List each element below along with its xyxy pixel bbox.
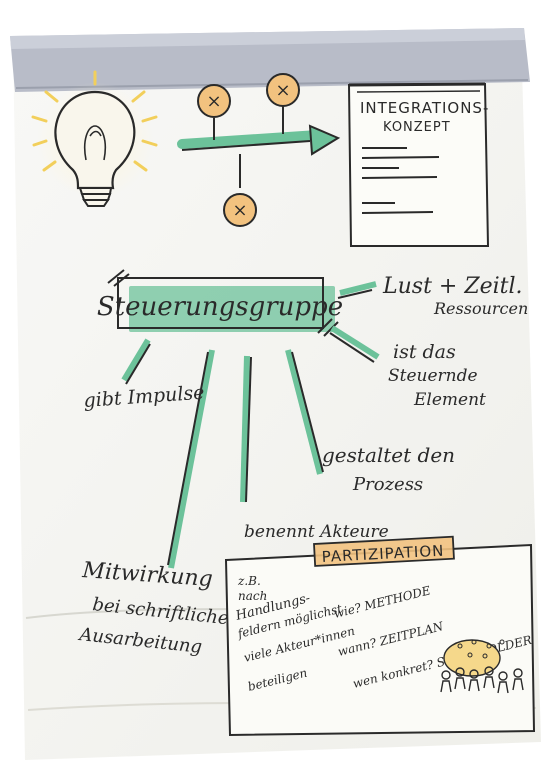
steering-title: Steuerungsgruppe	[97, 292, 343, 322]
circle-x-3: ×	[232, 200, 247, 221]
element-line3: Element	[413, 390, 486, 410]
concept-title-line2: KONZEPT	[383, 120, 451, 135]
resources-line2: Ressourcen	[433, 299, 528, 318]
steering-box: Steuerungsgruppe	[97, 269, 343, 337]
participation-box: PARTIZIPATION z.B. nach Handlungs- felde…	[224, 535, 536, 737]
concept-lines	[361, 147, 440, 214]
concept-title-line1: INTEGRATIONS-	[360, 99, 489, 117]
people-group-icon	[440, 639, 524, 694]
process-line1: gestaltet den	[322, 443, 455, 467]
actors-text: benennt Akteure	[244, 522, 389, 542]
lightbulb-icon	[31, 70, 158, 207]
element-line2: Steuernde	[388, 366, 478, 386]
process-line2: Prozess	[352, 474, 423, 495]
element-line1: ist das	[393, 341, 456, 363]
concept-document: INTEGRATIONS- KONZEPT	[347, 82, 490, 247]
circle-x-1: ×	[206, 91, 221, 112]
circle-x-2: ×	[275, 80, 290, 101]
zb-line2: nach	[238, 589, 267, 603]
resources-line1: Lust + Zeitl.	[382, 274, 523, 299]
steering-connectors	[121, 281, 380, 569]
arrow-to-concept	[177, 124, 341, 156]
top-circles: × × ×	[197, 73, 300, 227]
zb-line1: z.B.	[237, 574, 261, 588]
